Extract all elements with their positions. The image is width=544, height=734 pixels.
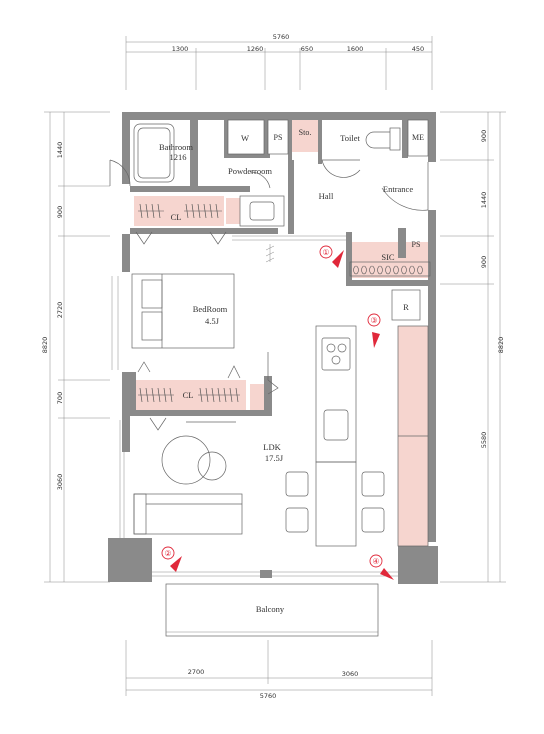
label-entrance: Entrance bbox=[383, 184, 413, 194]
label-cl-top: CL bbox=[171, 212, 182, 222]
shoe-mark bbox=[385, 265, 391, 275]
label-balcony: Balcony bbox=[256, 604, 285, 614]
shoe-mark bbox=[369, 265, 375, 275]
top-total-dimension: 5760 bbox=[273, 33, 290, 41]
right-dimensions: 900 1440 900 5580 8820 bbox=[440, 111, 506, 583]
bottom-total-dimension: 5760 bbox=[260, 692, 277, 700]
left-dimension-5: 3060 bbox=[56, 474, 64, 491]
label-ps-right: PS bbox=[412, 240, 421, 249]
label-ldk: LDK bbox=[263, 442, 281, 452]
top-dimension-5: 450 bbox=[412, 45, 424, 53]
label-r: R bbox=[403, 302, 409, 312]
closet-top-hangers bbox=[138, 203, 222, 219]
label-bathroom: Bathroom bbox=[159, 142, 193, 152]
column-right bbox=[398, 546, 438, 584]
bathroom-fixtures bbox=[109, 123, 175, 187]
column-left bbox=[108, 538, 152, 582]
entrance-door bbox=[381, 162, 429, 211]
label-powderroom: Powderroom bbox=[228, 166, 272, 176]
svg-text:①: ① bbox=[322, 248, 329, 257]
shoe-closet bbox=[350, 242, 434, 278]
round-table bbox=[161, 435, 211, 485]
top-dimension-2: 1260 bbox=[247, 45, 264, 53]
bottom-dimensions: 2700 3060 5760 bbox=[125, 640, 433, 700]
label-sic: SIC bbox=[381, 252, 395, 262]
powder-sink bbox=[239, 171, 285, 227]
label-w: W bbox=[241, 133, 249, 143]
svg-text:④: ④ bbox=[372, 557, 379, 566]
bed bbox=[131, 273, 235, 349]
bottom-dimension-1: 2700 bbox=[188, 668, 205, 676]
marker-4 bbox=[369, 554, 383, 568]
label-ldk-size: 17.5J bbox=[265, 453, 284, 463]
shoe-closet-items bbox=[349, 261, 431, 277]
shoe-mark bbox=[393, 265, 399, 275]
left-total-dimension: 8820 bbox=[41, 337, 49, 354]
top-dimensions: 5760 1300 1260 650 1600 450 bbox=[125, 33, 433, 90]
shoe-mark bbox=[361, 265, 367, 275]
left-dimension-4: 700 bbox=[56, 392, 64, 404]
left-dimensions: 8820 1440 900 2720 700 3060 bbox=[41, 111, 110, 583]
label-hall: Hall bbox=[319, 191, 334, 201]
walls bbox=[108, 112, 438, 584]
bottom-dimension-2: 3060 bbox=[342, 670, 359, 678]
right-dimension-4: 5580 bbox=[480, 432, 488, 449]
label-ps-top: PS bbox=[274, 133, 283, 142]
label-bathroom-size: 1216 bbox=[170, 152, 187, 162]
left-dimension-3: 2720 bbox=[56, 302, 64, 319]
shoe-mark bbox=[401, 265, 407, 275]
svg-text:③: ③ bbox=[370, 316, 377, 325]
left-dimension-1: 1440 bbox=[56, 142, 64, 159]
top-dimension-3: 650 bbox=[301, 45, 313, 53]
top-dimension-4: 1600 bbox=[347, 45, 364, 53]
fridge bbox=[391, 289, 421, 321]
right-dimension-1: 900 bbox=[480, 130, 488, 142]
kitchen-island bbox=[315, 325, 357, 547]
marker-3 bbox=[367, 313, 381, 327]
bar-stools bbox=[285, 471, 385, 533]
marker-2 bbox=[161, 546, 175, 560]
view-markers: ① ② ③ ④ bbox=[161, 245, 394, 580]
shoe-mark bbox=[377, 265, 383, 275]
label-bedroom: BedRoom bbox=[193, 304, 228, 314]
right-dimension-2: 1440 bbox=[480, 192, 488, 209]
label-sto: Sto. bbox=[299, 128, 312, 137]
svg-text:②: ② bbox=[164, 549, 171, 558]
sofa bbox=[133, 493, 243, 535]
left-dimension-2: 900 bbox=[56, 206, 64, 218]
top-dimension-1: 1300 bbox=[172, 45, 189, 53]
marker-1 bbox=[319, 245, 333, 259]
shoe-mark bbox=[417, 265, 423, 275]
toilet-fixture bbox=[321, 127, 401, 178]
shoe-mark bbox=[409, 265, 415, 275]
right-dimension-3: 900 bbox=[480, 256, 488, 268]
label-cl-mid: CL bbox=[183, 390, 194, 400]
storage-sto bbox=[290, 120, 320, 152]
label-me: ME bbox=[412, 133, 424, 142]
label-bedroom-size: 4.5J bbox=[205, 316, 220, 326]
room-labels: Bathroom 1216 W PS Sto. Toilet ME Powder… bbox=[159, 128, 424, 614]
closet-mid-hangers bbox=[138, 387, 240, 403]
shoe-mark bbox=[353, 265, 359, 275]
balcony bbox=[165, 583, 379, 637]
label-toilet: Toilet bbox=[340, 133, 360, 143]
right-total-dimension: 8820 bbox=[497, 337, 505, 354]
